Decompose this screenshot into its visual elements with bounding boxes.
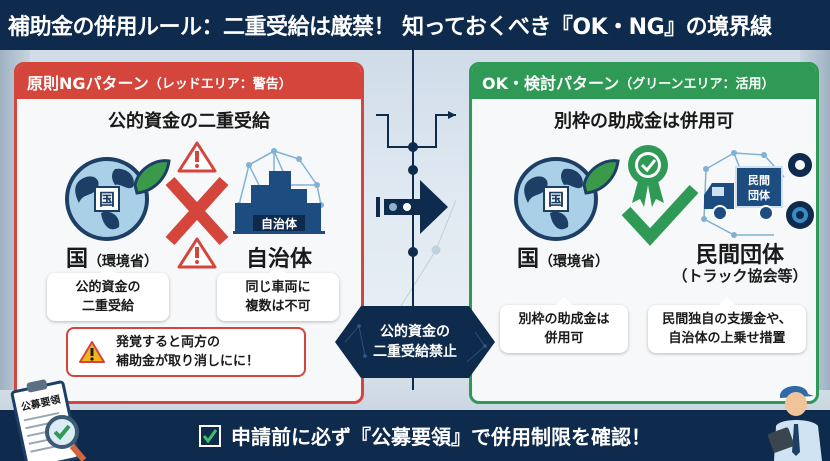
globe-leaf-icon: 国: [514, 157, 620, 241]
globe-leaf-icon: 国: [65, 157, 171, 241]
ok-bubble-national: 別枠の助成金は併用可: [500, 297, 628, 353]
ok-bubble-private: 民間独自の支援金や、自治体の上乗せ措置: [648, 297, 806, 353]
page-title-text: 補助金の併用ルール：二重受給は厳禁！ 知っておくべき『OK・NG』の境界線: [8, 15, 772, 40]
clipboard-magnifier-icon: 公募要領: [10, 379, 87, 461]
truck-label-2: 団体: [748, 188, 771, 202]
green-check-icon: [621, 184, 699, 246]
warning-triangle-icon: [177, 237, 217, 269]
warning-triangle-icon: [79, 341, 105, 363]
ok-header-sub: （グリーンエリア：活用）: [619, 76, 775, 92]
arrow-right-icon: [376, 180, 448, 234]
city-buildings-icon: 自治体: [233, 148, 325, 234]
gear-icon: [788, 153, 812, 177]
truck-label-1: 民間: [748, 174, 770, 187]
city-label: 自治体: [261, 216, 298, 231]
truck-gears-icon: 民間 団体: [701, 150, 814, 238]
award-badge-icon: [628, 145, 668, 207]
center-badge-line-1: 公的資金の: [380, 324, 450, 340]
red-x-icon: [165, 176, 229, 246]
center-badge-text: 公的資金の 二重受給禁止: [335, 322, 495, 362]
ok-entity-private: 民間団体: [695, 243, 784, 268]
ng-warning-box: 発覚すると両方の補助金が取り消しにに！: [66, 327, 306, 377]
globe-label: 国: [99, 190, 115, 209]
ng-bubble-national: 公的資金の二重受給: [47, 265, 169, 321]
ok-panel: OK・検討パターン（グリーンエリア：活用） 別枠の助成金は併用可 国 民間 団体: [469, 62, 819, 404]
gear-icon: [786, 201, 814, 229]
ng-warning-line-1: 発覚すると両方の: [116, 335, 221, 350]
ng-bubble-municipality: 同じ車両に複数は不可: [217, 265, 339, 321]
worker-illustration: [767, 385, 822, 461]
footer-text: 申請前に必ず『公募要領』で併用制限を確認！: [231, 425, 651, 449]
globe-label: 国: [548, 190, 564, 209]
ok-entity-national: 国（環境省）: [516, 247, 609, 272]
warning-triangle-icon: [177, 141, 217, 173]
ng-middle-icons: [165, 141, 229, 269]
ng-panel-header: 原則NGパターン（レッドエリア：警告）: [17, 65, 361, 99]
ok-panel-header: OK・検討パターン（グリーンエリア：活用）: [472, 65, 816, 99]
ok-entity-private-sub: （トラック協会等）: [672, 267, 808, 285]
ng-warning-line-2: 補助金が取り消しにに！: [116, 354, 260, 369]
ng-header-main: 原則NGパターン: [27, 74, 149, 93]
footer-banner: 申請前に必ず『公募要領』で併用制限を確認！: [0, 410, 830, 461]
center-badge-line-2: 二重受給禁止: [373, 344, 457, 360]
page-title: 補助金の併用ルール：二重受給は厳禁！ 知っておくべき『OK・NG』の境界線: [0, 0, 830, 50]
center-double-arrow-badge: [335, 306, 495, 378]
ok-header-main: OK・検討パターン: [482, 74, 620, 93]
ng-panel-subtitle: 公的資金の二重受給: [108, 111, 270, 132]
checkbox-icon: [199, 424, 221, 447]
ng-header-sub: （レッドエリア：警告）: [148, 76, 292, 92]
ok-middle-icons: [621, 145, 699, 246]
ok-panel-subtitle: 別枠の助成金は併用可: [554, 111, 734, 132]
